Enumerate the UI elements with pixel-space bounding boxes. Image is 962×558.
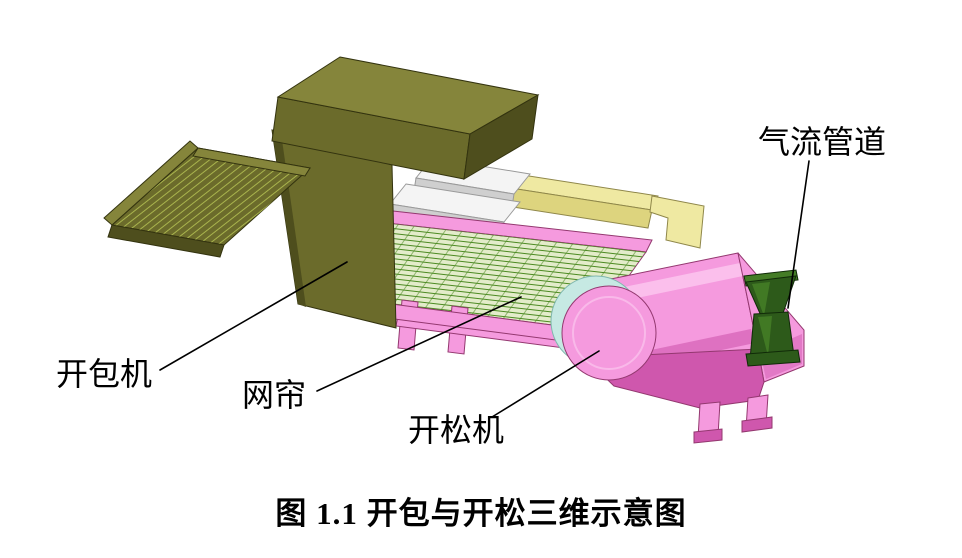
leader-opener [491, 350, 600, 418]
leader-bale-opener [159, 261, 348, 371]
label-opener: 开松机 [408, 412, 505, 448]
leader-mesh-curtain [316, 296, 522, 392]
leader-lines [159, 160, 810, 418]
leader-air-duct [787, 160, 810, 309]
figure-caption: 图 1.1 开包与开松三维示意图 [275, 496, 687, 531]
drum-end-face [561, 285, 657, 381]
label-mesh-curtain: 网帘 [242, 377, 307, 413]
label-bale-opener: 开包机 [56, 356, 153, 392]
air-duct [743, 269, 801, 367]
feed-tray [103, 140, 312, 258]
bale-opener-machine [271, 56, 540, 329]
opener-top-box-side [463, 94, 539, 180]
label-air-duct: 气流管道 [758, 124, 887, 160]
